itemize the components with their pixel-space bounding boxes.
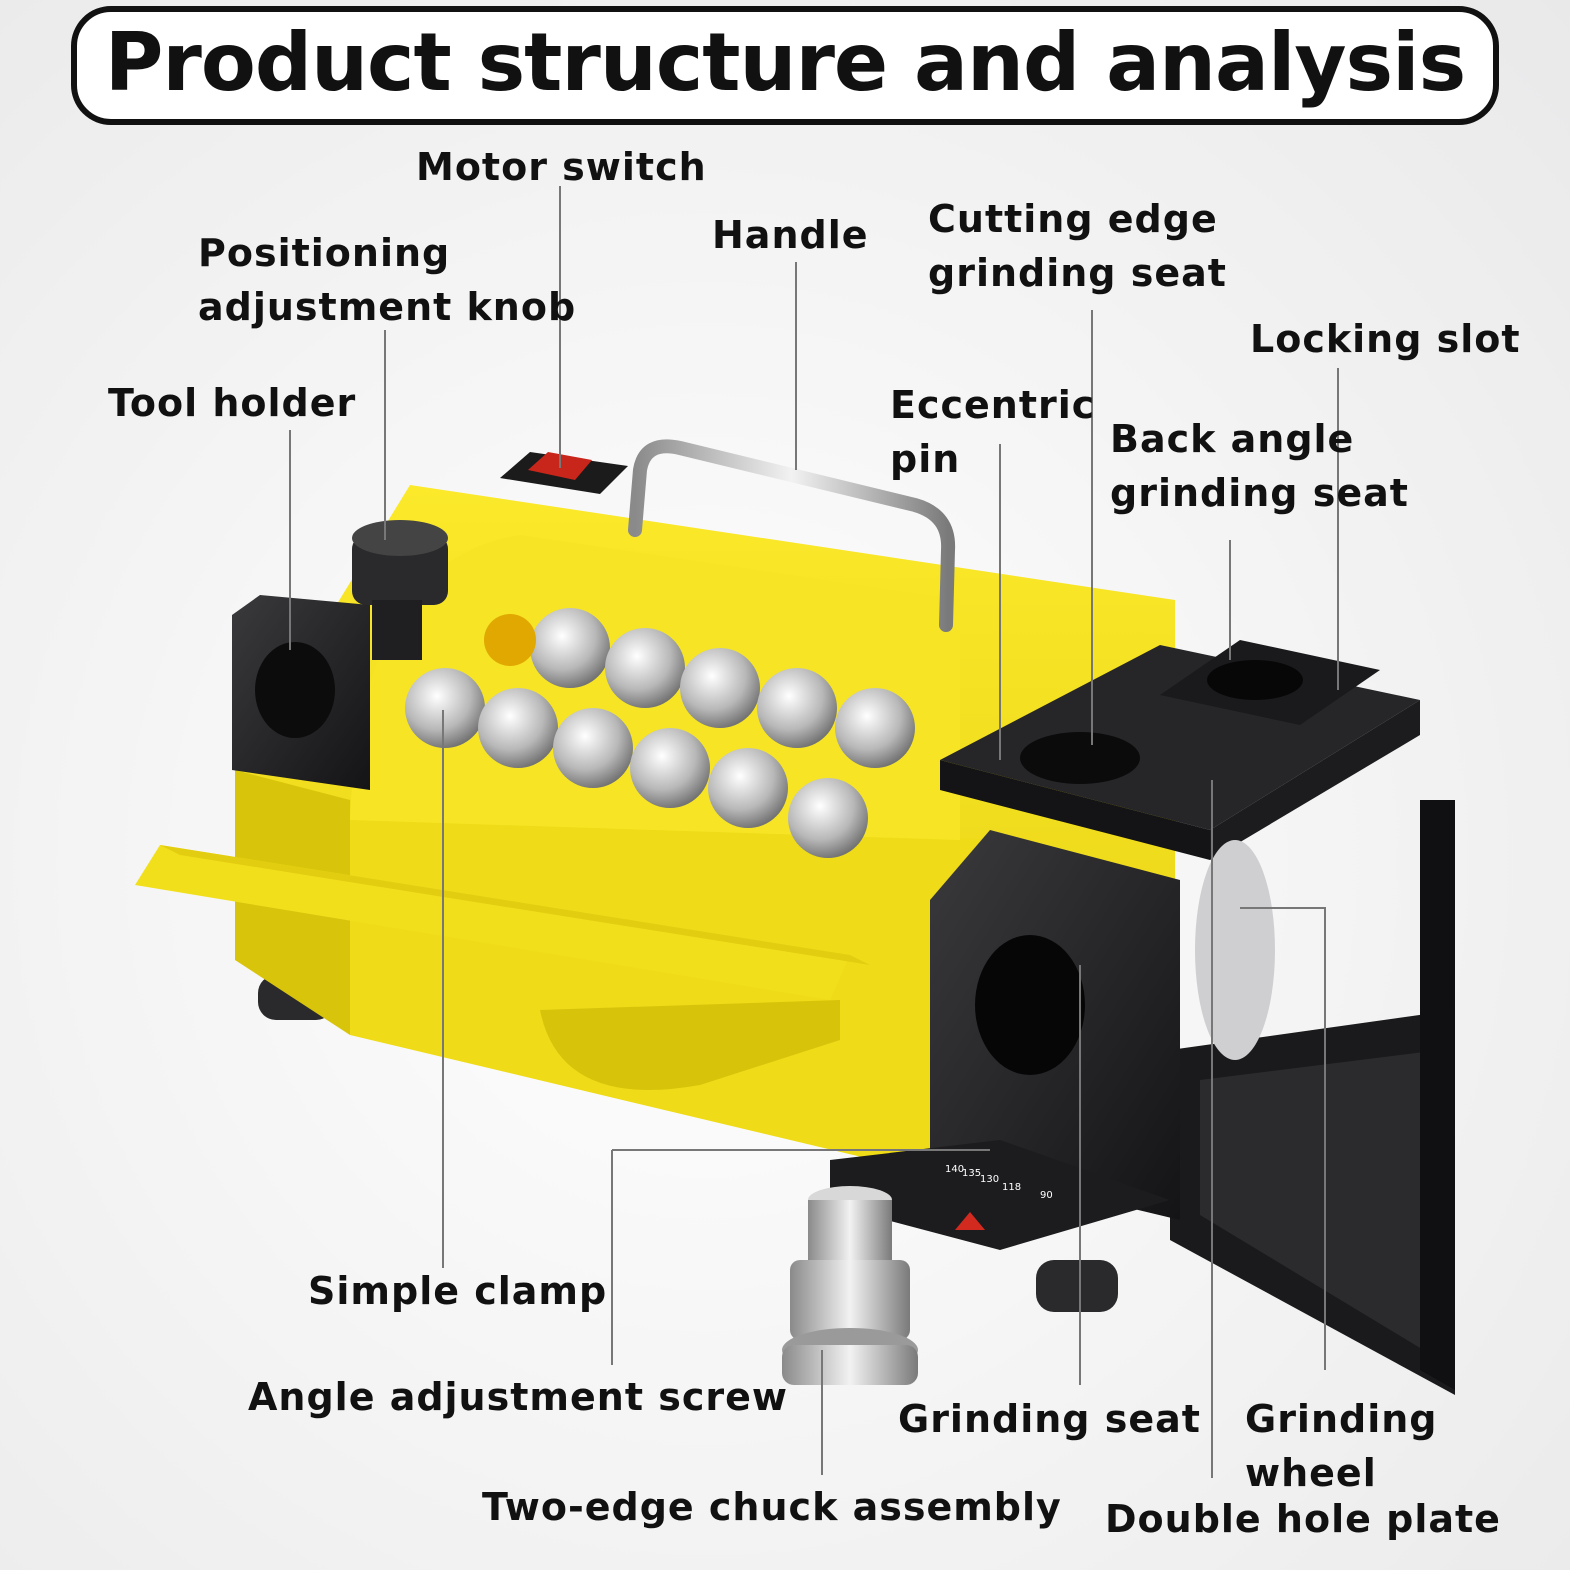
scale-mark-130: 130	[980, 1174, 999, 1185]
scale-mark-135: 135	[962, 1168, 981, 1179]
label-grinding-seat: Grinding seat	[898, 1397, 1201, 1441]
label-positioning-knob: Positioning adjustment knob	[198, 231, 577, 329]
label-eccentric-pin: Eccentric pin	[890, 383, 1096, 481]
double-hole-plate	[940, 640, 1420, 860]
label-motor-switch: Motor switch	[416, 145, 707, 189]
label-tool-holder: Tool holder	[108, 381, 357, 425]
label-cutting-edge: Cutting edge grinding seat	[928, 197, 1227, 295]
label-back-angle: Back angle grinding seat	[1110, 417, 1409, 515]
angle-base: 140 135 130 118 90	[830, 1140, 1170, 1250]
motor-switch	[500, 452, 628, 494]
label-double-hole-plate: Double hole plate	[1105, 1497, 1501, 1541]
grinding-wheel	[1195, 840, 1275, 1060]
positioning-knob	[352, 520, 448, 660]
label-simple-clamp: Simple clamp	[308, 1269, 608, 1313]
scale-mark-140: 140	[945, 1164, 964, 1175]
collet-rack	[405, 608, 915, 858]
leader-lines	[289, 186, 1339, 1478]
title-wrap: Product structure and analysis	[0, 6, 1570, 125]
scale-mark-118: 118	[1002, 1182, 1021, 1193]
page-title: Product structure and analysis	[70, 6, 1500, 125]
grinding-tray	[1170, 800, 1455, 1395]
grinding-seat	[930, 830, 1180, 1220]
label-angle-screw: Angle adjustment screw	[248, 1375, 788, 1419]
label-handle: Handle	[712, 213, 869, 257]
handle	[628, 439, 956, 632]
scale-mark-90: 90	[1040, 1190, 1053, 1201]
front-lid	[135, 845, 870, 1090]
label-grinding-wheel: Grinding wheel	[1245, 1397, 1438, 1495]
label-locking-slot: Locking slot	[1250, 317, 1521, 361]
label-chuck-assembly: Two-edge chuck assembly	[482, 1485, 1062, 1529]
tool-holder	[232, 595, 370, 790]
chuck-assembly	[782, 1186, 918, 1385]
